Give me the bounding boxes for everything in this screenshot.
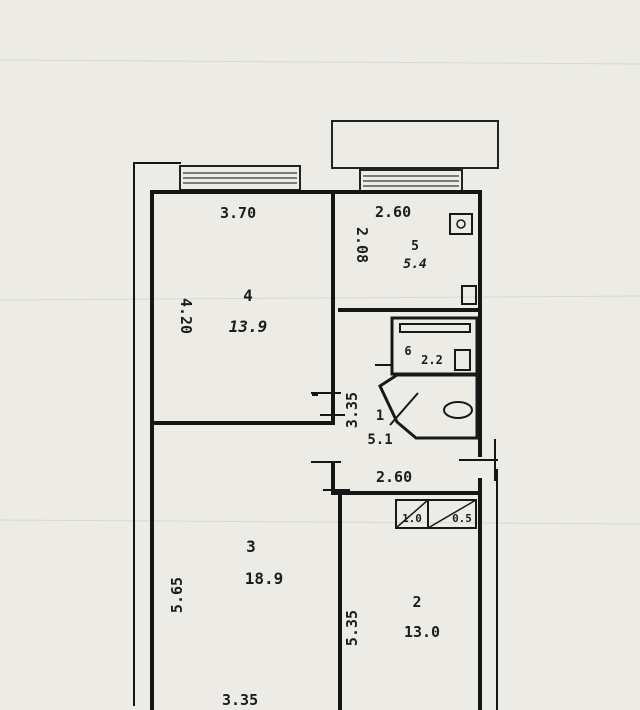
room-4-number: 4: [243, 286, 253, 305]
room-8-area: 0.5: [452, 512, 472, 525]
room-7-area: 1.0: [402, 512, 422, 525]
paper-background: [0, 59, 640, 525]
room-4-length: 4.20: [177, 298, 195, 334]
room-3-area: 18.9: [245, 569, 284, 588]
kitchen-fixtures: [449, 213, 477, 305]
room-1-number: 1: [376, 408, 384, 424]
room-5-number: 5: [411, 239, 419, 254]
bathroom-fixtures: [375, 316, 479, 440]
outer-walls: [133, 162, 498, 710]
balcony-right: [331, 120, 499, 193]
room-5-length: 2.08: [353, 227, 371, 263]
room-6-area: 2.2: [421, 353, 443, 367]
room-5-width: 2.60: [375, 203, 411, 221]
room-5-area: 5.4: [403, 257, 427, 272]
room-4-width: 3.70: [220, 204, 256, 222]
room-3-length: 5.65: [168, 577, 186, 613]
interior-walls: [154, 190, 498, 710]
balcony-left: [179, 165, 301, 191]
room-6-number: 6: [404, 344, 411, 358]
door-marks: [312, 394, 350, 491]
room-3-width: 3.35: [222, 691, 258, 709]
room-2-width: 2.60: [376, 468, 412, 486]
closets: [395, 499, 477, 529]
room-1-area: 5.1: [367, 432, 392, 448]
room-2-area: 13.0: [404, 623, 440, 641]
room-4-area: 13.9: [229, 317, 268, 336]
room-2-number: 2: [412, 593, 421, 611]
room-2-length: 5.35: [343, 610, 361, 646]
room-1-length: 3.35: [343, 392, 361, 428]
room-3-number: 3: [246, 537, 256, 556]
